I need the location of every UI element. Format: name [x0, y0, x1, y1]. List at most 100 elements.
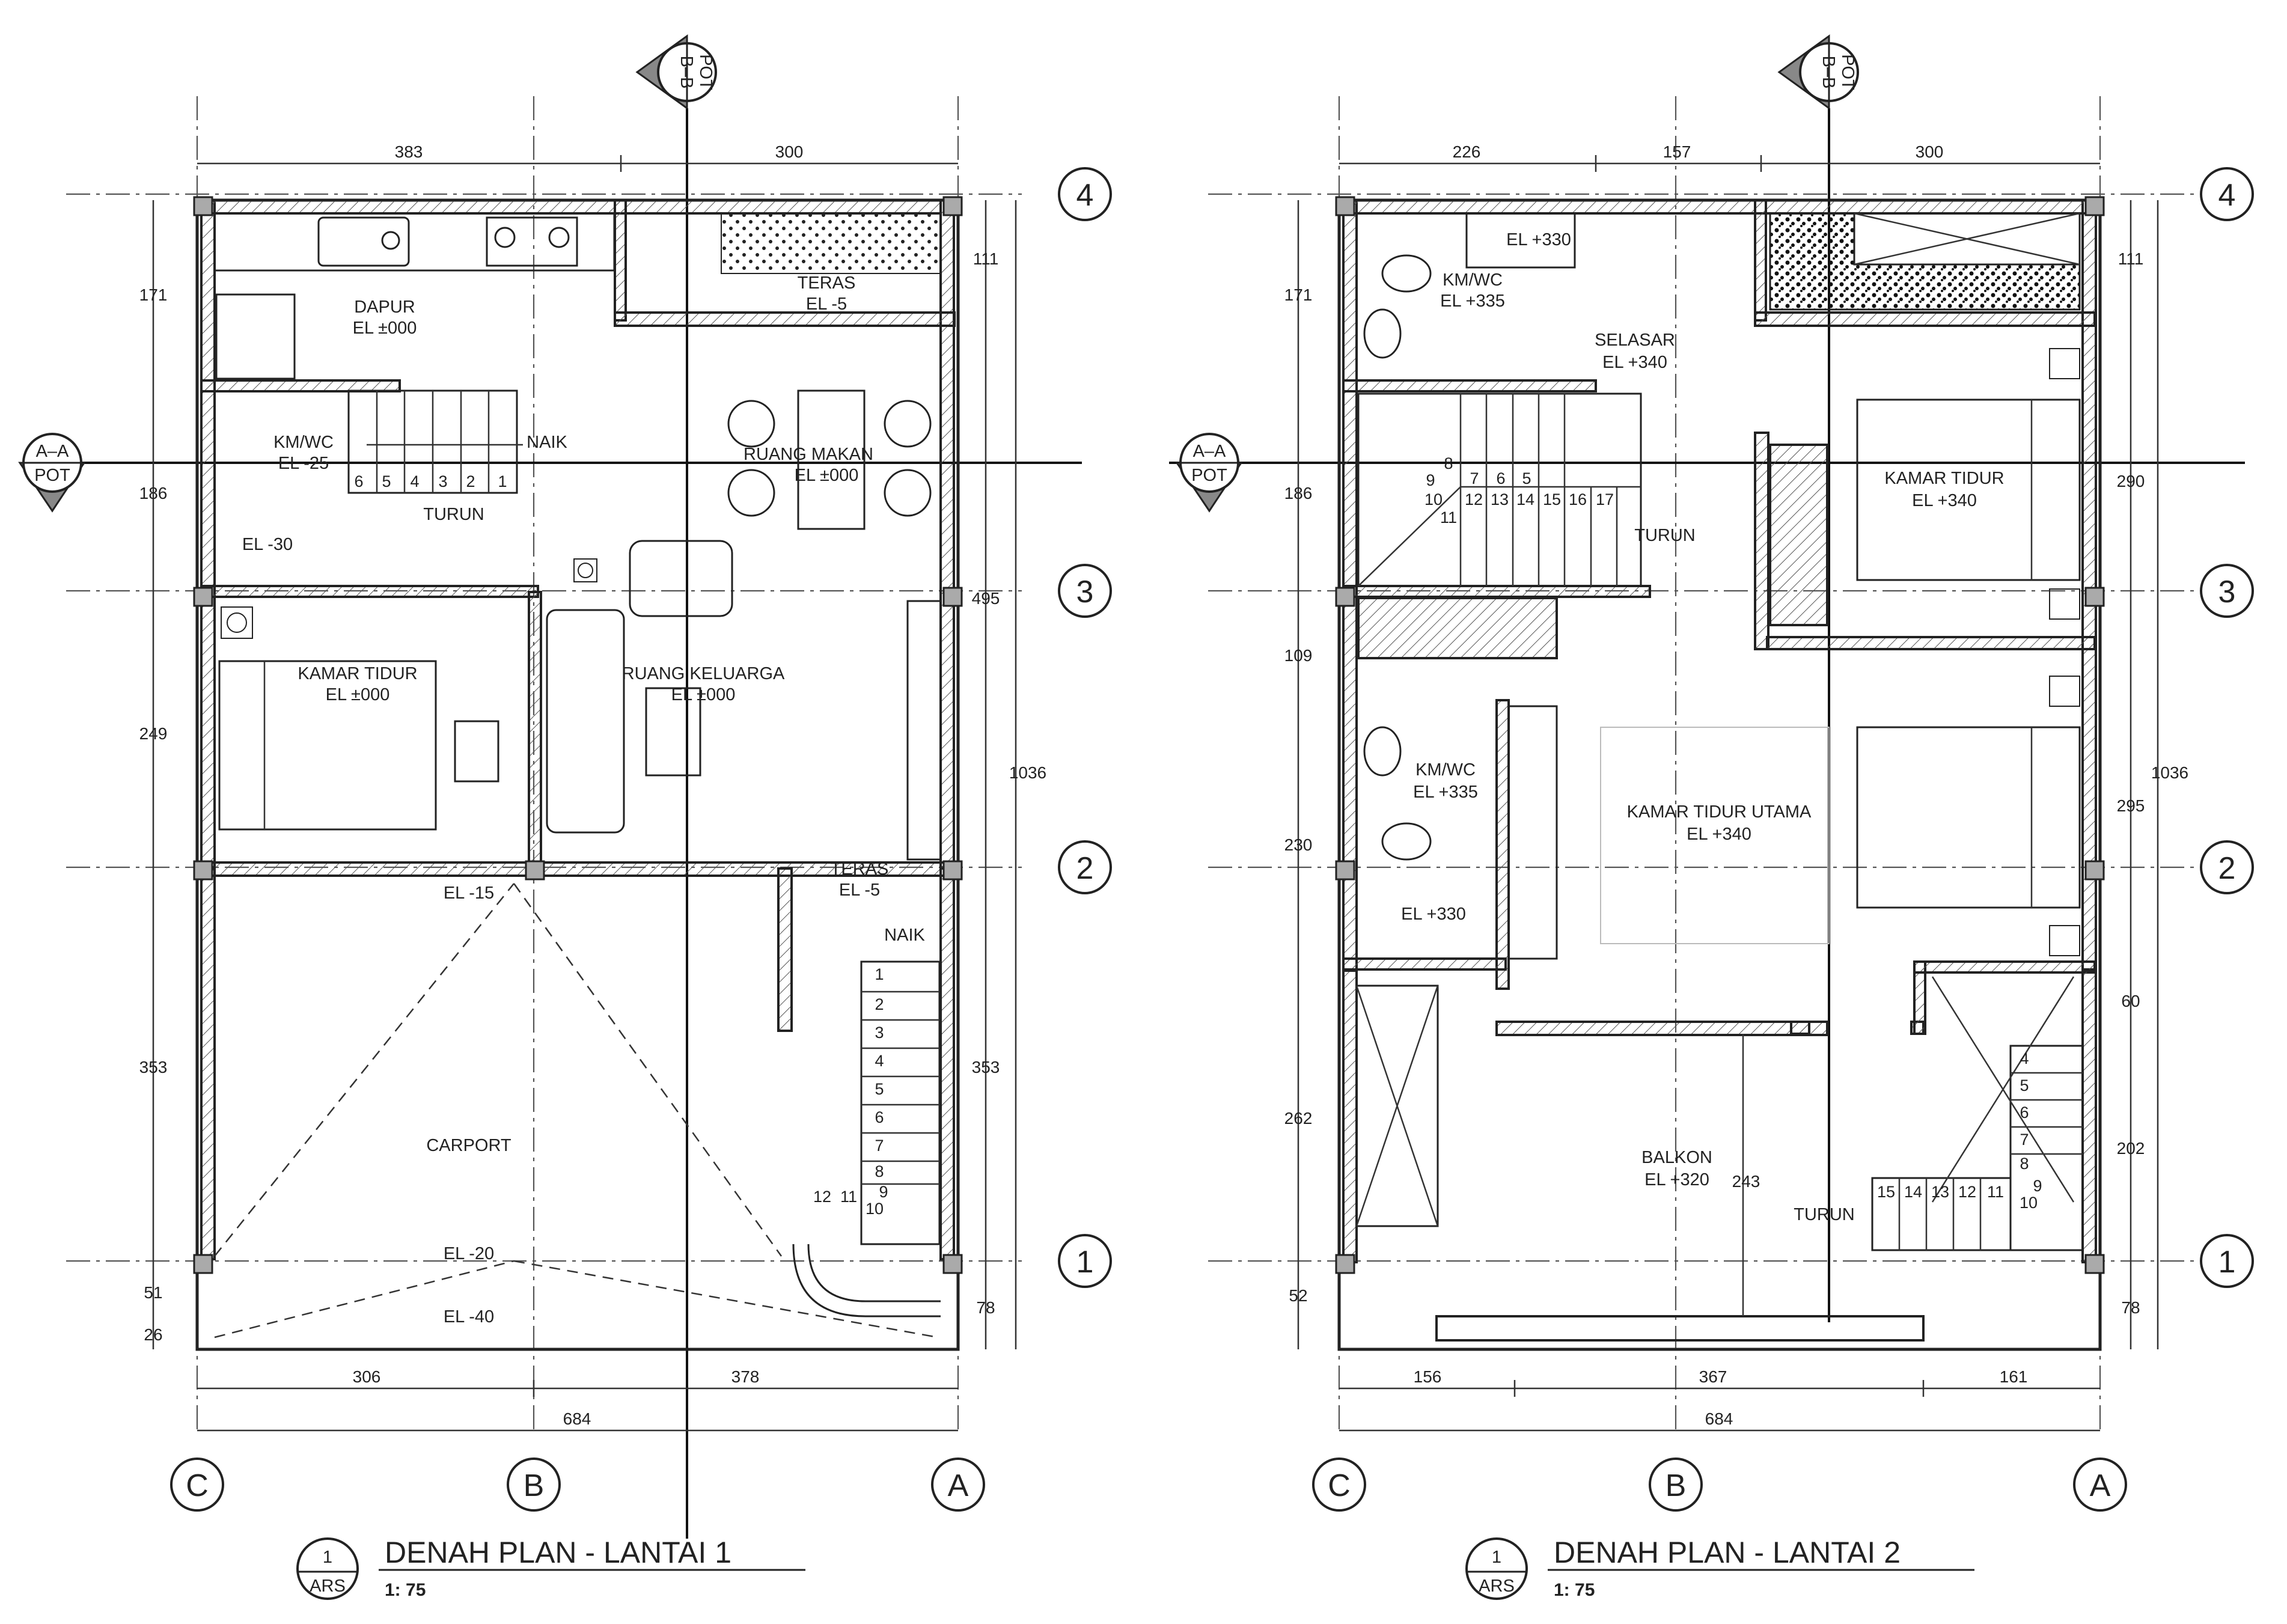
- stair-num: 6: [2020, 1104, 2029, 1122]
- plan-scale: 1: 75: [1554, 1580, 1595, 1600]
- dim-left: 26: [144, 1325, 162, 1344]
- stair-num: 8: [2020, 1155, 2029, 1173]
- label-kamar-1-el: EL ±000: [326, 685, 390, 704]
- label-kamar-2-el: EL +340: [1912, 491, 1977, 510]
- grid-bubble-row: 2: [1076, 851, 1094, 886]
- dim-left: 353: [139, 1058, 168, 1076]
- label-teras-mid-el: EL -5: [839, 881, 880, 900]
- stair-num: 4: [2020, 1049, 2029, 1067]
- grid-bubble-row: 3: [2218, 575, 2236, 609]
- stair-mid-2: [1357, 392, 1642, 587]
- stair-num: 6: [875, 1108, 884, 1126]
- section-bb-top: B–B: [677, 56, 696, 89]
- label-kmwc-1: KM/WC: [273, 433, 334, 452]
- label-teras-mid: TERAS: [831, 859, 889, 879]
- stair-num: 10: [1424, 490, 1443, 508]
- stair-num: 16: [1569, 490, 1587, 508]
- stair-num: 7: [1470, 469, 1479, 487]
- stair-num: 5: [1522, 469, 1531, 487]
- balcony-railing: [1435, 1315, 1925, 1342]
- stair-num: 1: [875, 965, 884, 983]
- dim-right: 295: [2117, 796, 2145, 815]
- dim-top: 300: [1916, 142, 1944, 161]
- grid-bubble-col: A: [2090, 1468, 2111, 1503]
- label-kamar-1: KAMAR TIDUR: [298, 664, 417, 683]
- label-utama-el: EL +340: [1687, 825, 1751, 844]
- stair-num: 8: [875, 1162, 884, 1180]
- dim-right: 111: [2118, 249, 2144, 268]
- title-tag-sheet: ARS: [310, 1577, 346, 1596]
- label-el-20: EL -20: [444, 1244, 494, 1263]
- dim-top: 300: [775, 142, 804, 161]
- stair-num: 4: [410, 472, 419, 490]
- label-kmwc-top-el: EL +335: [1440, 292, 1505, 311]
- label-kmwc-bot: KM/WC: [1415, 760, 1476, 780]
- dim-left: 171: [1284, 285, 1313, 304]
- label-el-330-bot: EL +330: [1401, 905, 1466, 924]
- dim-bottom: 378: [731, 1367, 760, 1386]
- stair-num: 6: [1496, 469, 1505, 487]
- stair-num: 14: [1516, 490, 1534, 508]
- section-aa-top: A–A: [36, 442, 69, 461]
- stair-num: 2: [466, 472, 475, 490]
- dim-bottom-total: 684: [563, 1409, 591, 1428]
- section-bb-bottom: POT: [696, 54, 715, 90]
- stair-num: 7: [875, 1137, 884, 1155]
- room-labels-1: DAPUR EL ±000 TERAS EL -5 KM/WC EL -25 E…: [242, 273, 926, 1326]
- title-tag-sheet: ARS: [1479, 1577, 1515, 1596]
- label-kmwc-top: KM/WC: [1443, 270, 1503, 290]
- stair-num: 11: [1440, 508, 1457, 527]
- label-balkon-dim: 243: [1732, 1172, 1760, 1191]
- grid-bubble-row: 4: [1076, 178, 1094, 213]
- teras-paving: [721, 213, 941, 274]
- dim-top: 226: [1453, 142, 1481, 161]
- grid-bubble-col: B: [1666, 1468, 1687, 1503]
- label-el-330-top: EL +330: [1506, 230, 1571, 249]
- label-selasar-el: EL +340: [1602, 353, 1667, 372]
- dim-left: 186: [1284, 484, 1313, 502]
- stair-numbers-1: 6 5 4 3 2 1 1 2 3 4 5 6 7 8 12 11 9 10: [354, 472, 888, 1218]
- label-utama: KAMAR TIDUR UTAMA: [1627, 802, 1812, 822]
- label-wc-el: EL -30: [242, 535, 293, 554]
- label-el-40: EL -40: [444, 1307, 494, 1326]
- dim-bottom: 367: [1699, 1367, 1727, 1386]
- grid-bubble-row: 3: [1076, 575, 1094, 609]
- dim-left: 230: [1284, 835, 1313, 854]
- grid-bubble-col: C: [1328, 1468, 1351, 1503]
- label-kmwc-1-el: EL -25: [278, 454, 329, 473]
- label-dapur: DAPUR: [354, 298, 415, 317]
- stair-num: 9: [2033, 1177, 2042, 1195]
- label-kamar-2: KAMAR TIDUR: [1884, 469, 2004, 488]
- section-marker-bb-2: B–B POT: [1777, 34, 1859, 110]
- dim-top: 383: [395, 142, 423, 161]
- section-aa-top: A–A: [1193, 442, 1226, 461]
- grid-bubbles-2: 4 3 2 1 C B A: [1312, 167, 2254, 1512]
- stair-num: 3: [438, 472, 447, 490]
- grid-bubble-row: 1: [2218, 1245, 2236, 1280]
- label-el-15: EL -15: [444, 884, 494, 903]
- label-dapur-el: EL ±000: [353, 319, 417, 338]
- room-labels-2: EL +330 KM/WC EL +335 SELASAR EL +340 TU…: [1401, 230, 2005, 1224]
- walls-2: [1335, 196, 2105, 1274]
- grid-bubble-row: 1: [1076, 1245, 1094, 1280]
- stair-num: 12: [1465, 490, 1483, 508]
- label-turun-3: TURUN: [1794, 1205, 1855, 1224]
- building-outline-1: [195, 198, 960, 1351]
- plan-lantai-2: EL +330 KM/WC EL +335 SELASAR EL +340 TU…: [1169, 34, 2254, 1600]
- section-marker-aa-2: A–A POT: [1175, 433, 1243, 513]
- stair-upper-1: [347, 389, 523, 494]
- stair-numbers-2: 8 7 6 5 9 10 11 12 13 14 15 16 17 4 5 6 …: [1424, 454, 2042, 1212]
- section-marker-aa-1: A–A POT: [18, 433, 86, 513]
- stair-num: 15: [1543, 490, 1561, 508]
- stair-num: 2: [875, 995, 884, 1013]
- stair-num: 5: [382, 472, 391, 490]
- wc-fixtures-2: [1363, 212, 1576, 861]
- stair-num: 13: [1931, 1183, 1949, 1201]
- dimensions-1: 383 300 171 186 249 353 51 26 111 495 35…: [139, 142, 1046, 1432]
- title-block-1: 1 ARS DENAH PLAN - LANTAI 1 1: 75: [296, 1536, 805, 1600]
- stair-num: 3: [875, 1024, 884, 1042]
- dim-left: 171: [139, 285, 168, 304]
- grid-bubble-col: B: [524, 1468, 545, 1503]
- label-naik-1: NAIK: [527, 433, 567, 452]
